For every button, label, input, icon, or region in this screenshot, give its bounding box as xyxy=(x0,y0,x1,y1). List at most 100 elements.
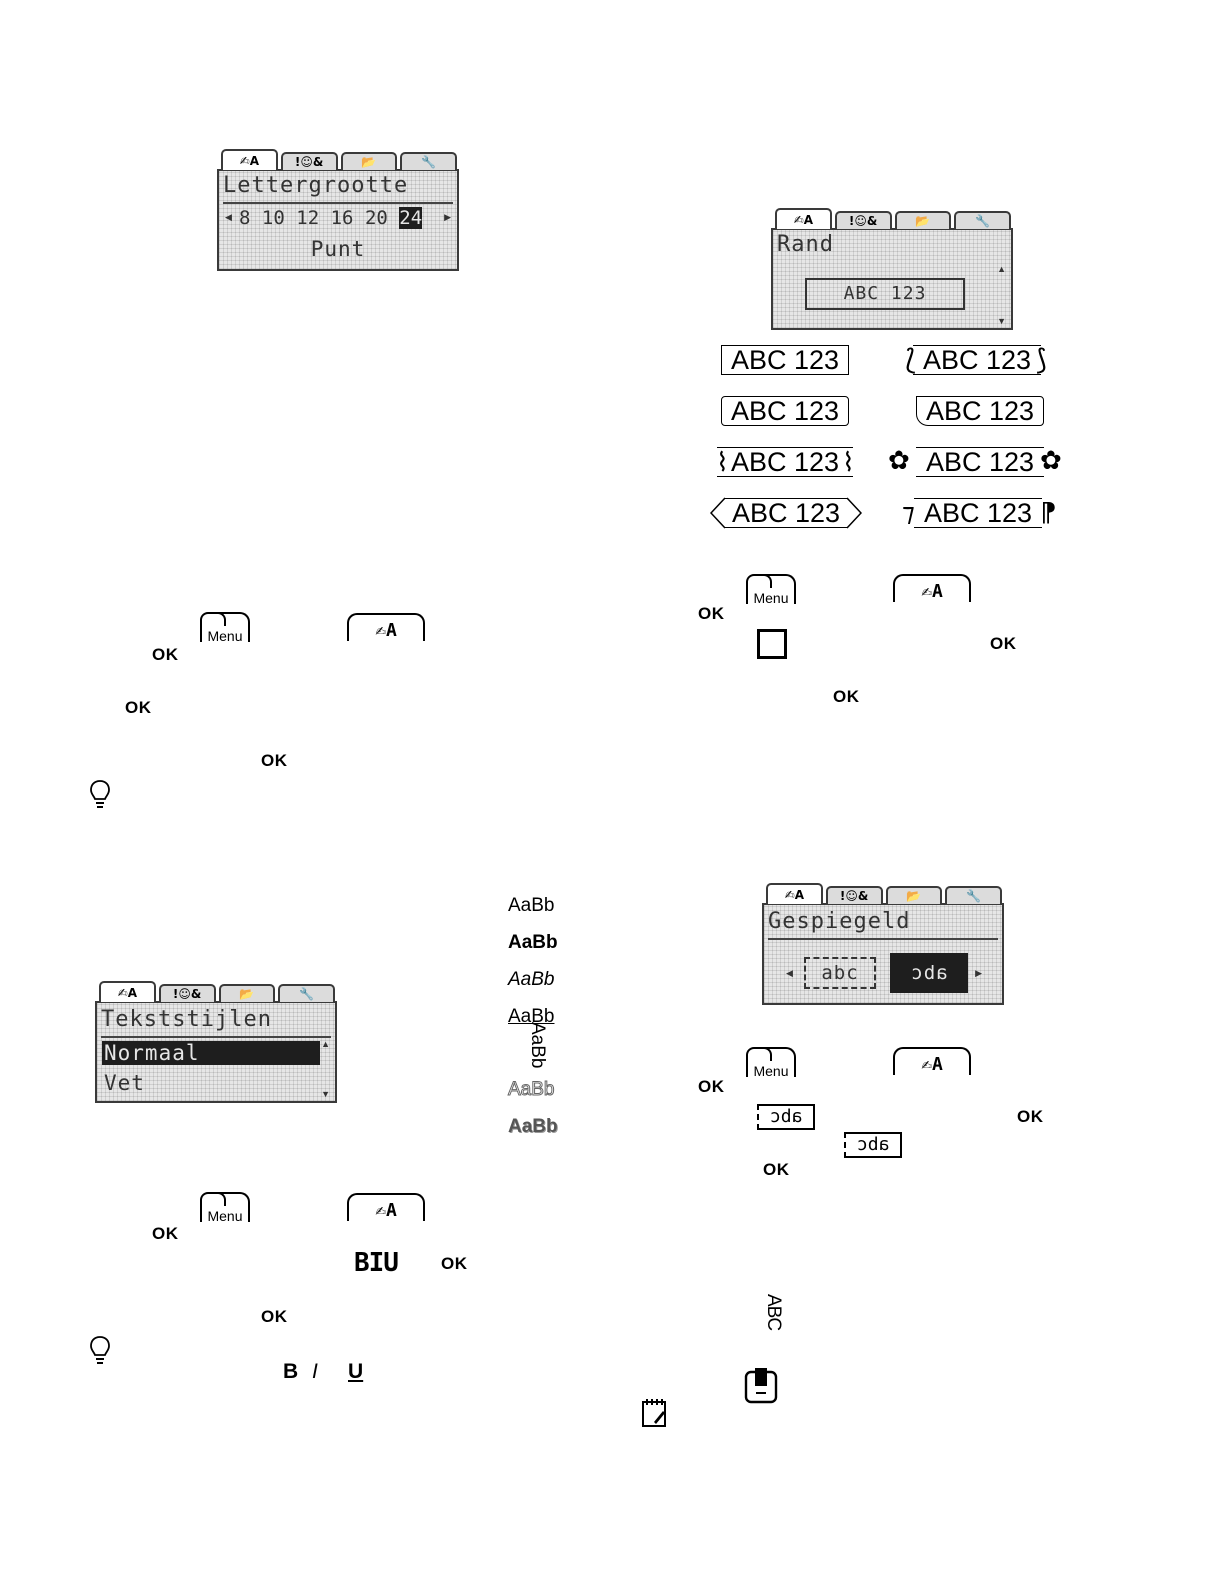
menu-key-label: Menu xyxy=(753,590,789,606)
folder-icon[interactable]: 📂 xyxy=(340,152,398,170)
underline-key[interactable]: U xyxy=(348,1360,364,1383)
scroll-edge-icon: ⟅ xyxy=(905,344,916,375)
screen-tabs: ✍A !☺& 📂 🔧 xyxy=(773,208,1011,230)
divider xyxy=(768,938,998,940)
size-option[interactable]: 16 xyxy=(330,207,354,229)
border-sample-rounded: ABC 123 xyxy=(721,396,849,426)
border-sample-flowers: ABC 123 xyxy=(916,447,1044,477)
format-icon: ✍A xyxy=(921,1054,943,1075)
border-sample-scroll: ABC 123 xyxy=(913,345,1041,375)
menu-key[interactable]: Menu xyxy=(746,574,796,606)
folder-icon[interactable]: 📂 xyxy=(894,211,952,229)
border-sample-arrow: ABC 123 xyxy=(725,498,847,528)
bold-key[interactable]: B xyxy=(283,1360,299,1383)
size-option[interactable]: 20 xyxy=(364,207,388,229)
wrench-icon[interactable]: 🔧 xyxy=(278,984,335,1002)
arrow-left-icon: ◀ xyxy=(225,212,232,222)
flower-icon: ✿ xyxy=(1040,445,1062,475)
ok-key[interactable]: OK xyxy=(698,604,725,623)
mirror-icon-text: abc xyxy=(769,1106,803,1127)
menu-key[interactable]: Menu xyxy=(746,1047,796,1079)
size-option[interactable]: 10 xyxy=(261,207,285,229)
vertical-text-icon: ABC xyxy=(763,1294,784,1331)
screen-title: Rand xyxy=(777,232,834,257)
size-option[interactable]: 8 xyxy=(239,207,251,229)
zigzag-edge-icon: ⌇ xyxy=(716,447,729,477)
menu-key-label: Menu xyxy=(207,628,243,644)
symbols-tab[interactable]: !☺& xyxy=(280,152,338,170)
format-key[interactable]: ✍A xyxy=(893,574,971,602)
mirror-icon: abc xyxy=(757,1104,815,1130)
flower-icon: ✿ xyxy=(888,445,910,475)
screen-tabs: ✍A !☺& 📂 🔧 xyxy=(764,883,1002,905)
ok-key[interactable]: OK xyxy=(763,1160,790,1179)
border-sample-banner: ABC 123 xyxy=(914,498,1042,528)
format-key[interactable]: ✍A xyxy=(347,1193,425,1221)
lightbulb-icon xyxy=(90,1336,110,1364)
format-icon: ✍A xyxy=(921,581,943,602)
wrench-icon[interactable]: 🔧 xyxy=(400,152,457,170)
size-option[interactable]: 12 xyxy=(296,207,320,229)
zigzag-edge-icon: ⌇ xyxy=(842,447,855,477)
banner-edge-icon: ⁋ xyxy=(1040,497,1057,527)
arrow-right-icon: ▶ xyxy=(975,968,982,978)
ok-key[interactable]: OK xyxy=(261,751,288,770)
mirror-option-normal[interactable]: abc xyxy=(804,957,876,989)
border-preview: ABC 123 xyxy=(805,278,965,310)
style-sample-italic: AaBb xyxy=(508,969,555,990)
divider xyxy=(101,1036,331,1038)
menu-key[interactable]: Menu xyxy=(200,1192,250,1224)
format-tab[interactable]: ✍A xyxy=(99,981,156,1002)
screen-title: Tekststijlen xyxy=(101,1007,272,1032)
ok-key[interactable]: OK xyxy=(1017,1107,1044,1126)
size-options: 8 10 12 16 20 24 xyxy=(239,207,423,229)
style-option[interactable]: Vet xyxy=(104,1071,145,1095)
lightbulb-icon xyxy=(90,780,110,808)
ok-key[interactable]: OK xyxy=(833,687,860,706)
format-icon: ✍A xyxy=(375,620,397,641)
ok-key[interactable]: OK xyxy=(990,634,1017,653)
menu-key-label: Menu xyxy=(207,1208,243,1224)
wrench-icon[interactable]: 🔧 xyxy=(954,211,1011,229)
format-tab[interactable]: ✍A xyxy=(766,883,823,904)
arrow-edge-icon xyxy=(710,497,726,529)
screen-tabs: ✍A !☺& 📂 🔧 xyxy=(97,981,335,1003)
italic-key[interactable]: I xyxy=(312,1360,318,1383)
ok-key[interactable]: OK xyxy=(261,1307,288,1326)
border-sample-square: ABC 123 xyxy=(721,345,849,375)
border-square-icon xyxy=(757,629,787,659)
ok-key[interactable]: OK xyxy=(152,1224,179,1243)
format-key[interactable]: ✍A xyxy=(893,1047,971,1075)
format-key[interactable]: ✍A xyxy=(347,613,425,641)
symbols-tab[interactable]: !☺& xyxy=(825,886,883,904)
symbols-tab[interactable]: !☺& xyxy=(834,211,892,229)
screen-tabs: ✍A !☺& 📂 🔧 xyxy=(219,149,457,171)
menu-key[interactable]: Menu xyxy=(200,612,250,644)
size-option-selected[interactable]: 24 xyxy=(399,207,423,229)
style-option-selected[interactable]: Normaal xyxy=(102,1041,320,1065)
ok-key[interactable]: OK xyxy=(125,698,152,717)
mirror-screen: ✍A !☺& 📂 🔧 Gespiegeld ◀ abc abc ▶ xyxy=(762,883,1004,1005)
ok-key[interactable]: OK xyxy=(152,645,179,664)
border-sample-zigzag: ABC 123 xyxy=(717,447,853,477)
style-sample-normal: AaBb xyxy=(508,895,555,916)
format-tab[interactable]: ✍A xyxy=(775,208,832,229)
biu-key[interactable]: BIU xyxy=(354,1248,399,1278)
arrow-left-icon: ◀ xyxy=(786,968,793,978)
divider xyxy=(223,202,453,204)
ok-key[interactable]: OK xyxy=(698,1077,725,1096)
format-tab[interactable]: ✍A xyxy=(221,149,278,170)
mirror-icon: abc xyxy=(844,1132,902,1158)
tape-label-icon xyxy=(744,1368,778,1404)
mirror-option-mirrored[interactable]: abc xyxy=(890,953,968,993)
text-style-screen: ✍A !☺& 📂 🔧 Tekststijlen Normaal ▲ Vet ▼ xyxy=(95,981,337,1103)
menu-key-label: Menu xyxy=(753,1063,789,1079)
ok-key[interactable]: OK xyxy=(441,1254,468,1273)
symbols-tab[interactable]: !☺& xyxy=(158,984,216,1002)
scroll-down-icon: ▼ xyxy=(997,316,1006,326)
wrench-icon[interactable]: 🔧 xyxy=(945,886,1002,904)
mirror-icon-text: abc xyxy=(856,1134,890,1155)
folder-icon[interactable]: 📂 xyxy=(218,984,276,1002)
folder-icon[interactable]: 📂 xyxy=(885,886,943,904)
size-unit: Punt xyxy=(310,237,366,261)
